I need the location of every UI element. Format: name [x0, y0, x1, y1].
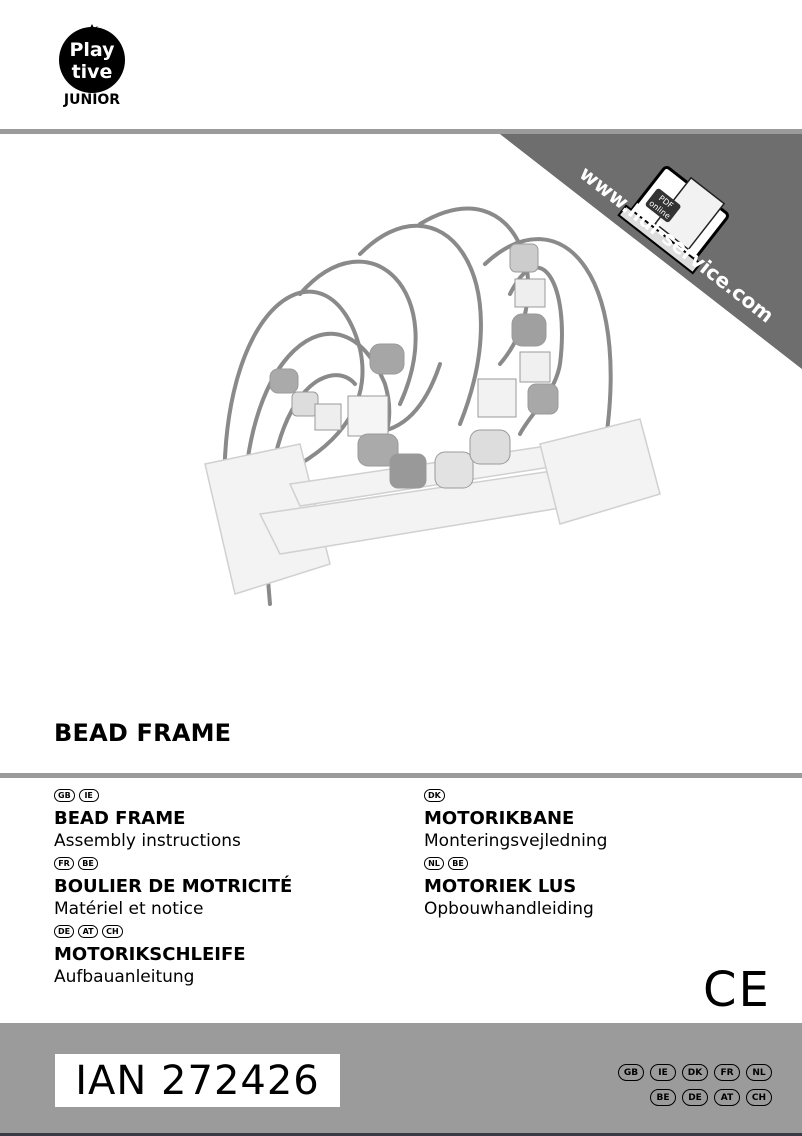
product-title: BEAD FRAME [54, 719, 232, 747]
logo-line-3: JUNIOR [63, 92, 120, 108]
logo-line-1: Play [69, 39, 115, 61]
ce-mark: CE [703, 962, 771, 1018]
country-badge-de: DE [54, 924, 75, 938]
country-badge-ch: CH [102, 924, 123, 938]
language-subtitle: Aufbauanleitung [54, 967, 195, 987]
language-subtitle: Assembly instructions [54, 831, 241, 851]
country-badge-fr: FR [714, 1064, 740, 1081]
country-badge-gb: GB [54, 788, 75, 802]
product-hero: PDF online www.lidl-service.com [0, 134, 802, 694]
language-group-de: DE AT CH MOTORIKSCHLEIFE Aufbauanleitung [54, 922, 394, 988]
product-illustration: PDF online www.lidl-service.com [204, 134, 802, 606]
footer-edge [0, 1133, 802, 1136]
top-divider [0, 129, 802, 134]
country-badge-be: BE [650, 1089, 676, 1106]
language-title: MOTORIKBANE [424, 808, 575, 829]
country-badge-nl: NL [746, 1064, 772, 1081]
language-title: MOTORIKSCHLEIFE [54, 944, 246, 965]
pdf-online-icon: PDF online [617, 166, 729, 275]
language-title: MOTORIEK LUS [424, 876, 577, 897]
language-subtitle: Opbouwhandleiding [424, 899, 594, 919]
playtive-junior-logo: Play tive JUNIOR [52, 22, 132, 108]
country-badge-ie: IE [650, 1064, 676, 1081]
language-column-right: DK MOTORIKBANE Monteringsvejledning NL B… [424, 786, 764, 922]
footer-country-badges: GB IE DK FR NL BE DE AT CH [572, 1064, 772, 1114]
country-badge-at: AT [714, 1089, 740, 1106]
country-badge-gb: GB [618, 1064, 644, 1081]
country-badge-ch: CH [746, 1089, 772, 1106]
country-badge-dk: DK [682, 1064, 708, 1081]
country-badge-at: AT [78, 924, 99, 938]
language-subtitle: Matériel et notice [54, 899, 204, 919]
language-column-left: GB IE BEAD FRAME Assembly instructions F… [54, 786, 394, 990]
language-title: BOULIER DE MOTRICITÉ [54, 876, 293, 897]
country-badge-nl: NL [424, 856, 444, 870]
section-divider [0, 773, 802, 778]
country-badge-ie: IE [78, 788, 99, 802]
logo-line-2: tive [72, 61, 113, 83]
language-group-fr: FR BE BOULIER DE MOTRICITÉ Matériel et n… [54, 854, 394, 920]
language-title: BEAD FRAME [54, 808, 186, 829]
language-group-nl: NL BE MOTORIEK LUS Opbouwhandleiding [424, 854, 764, 920]
language-group-en: GB IE BEAD FRAME Assembly instructions [54, 786, 394, 852]
language-subtitle: Monteringsvejledning [424, 831, 608, 851]
country-badge-be: BE [78, 856, 98, 870]
ian-number: IAN 272426 [55, 1054, 340, 1107]
country-badge-be: BE [448, 856, 468, 870]
country-badge-dk: DK [424, 788, 445, 802]
country-badge-fr: FR [54, 856, 74, 870]
language-group-dk: DK MOTORIKBANE Monteringsvejledning [424, 786, 764, 852]
country-badge-de: DE [682, 1089, 708, 1106]
